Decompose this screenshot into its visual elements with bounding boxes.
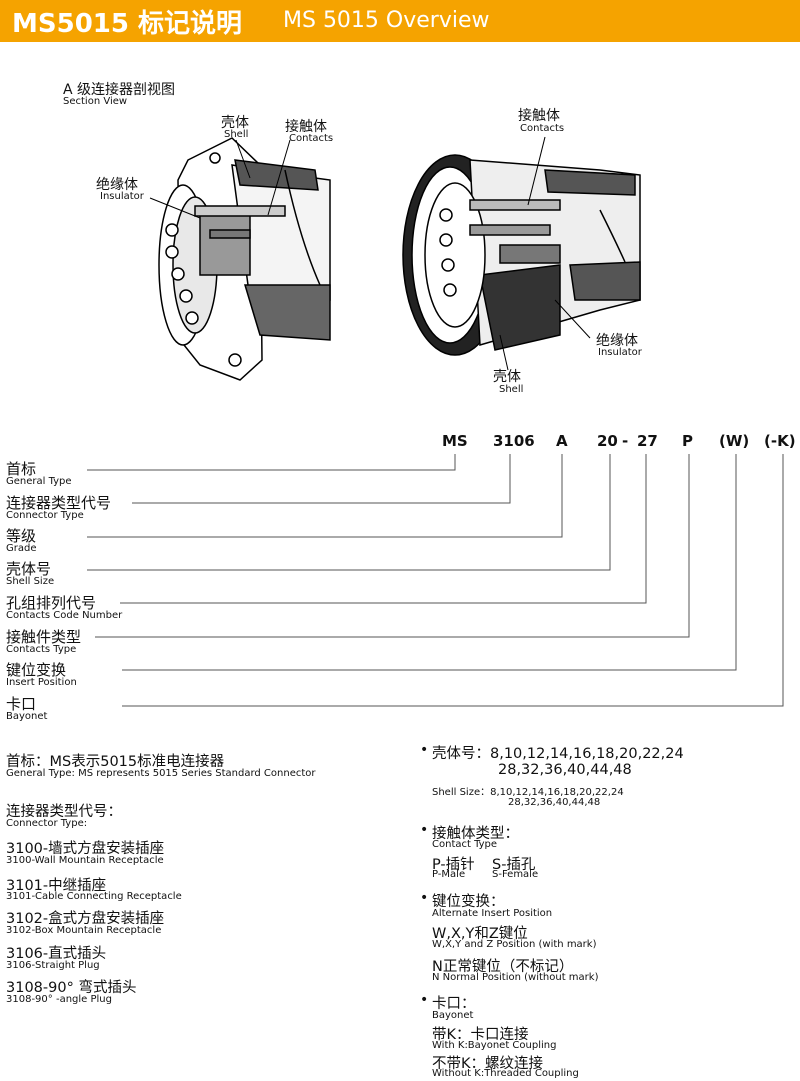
- connector-type-item-cn: 3101-中继插座: [6, 878, 107, 894]
- contact-type-heading-cn: 接触体类型：: [432, 826, 519, 842]
- header-title-cn: MS5015 标记说明: [12, 9, 243, 39]
- connector-type-item-cn: 3102-盒式方盘安装插座: [6, 911, 165, 927]
- left-contacts-label-en: Contacts: [289, 133, 334, 144]
- right-contacts-label-en: Contacts: [520, 123, 565, 134]
- wxyz-position-en: W,X,Y and Z Position (with mark): [432, 939, 597, 950]
- code-contact: P: [682, 432, 693, 450]
- code-bayonet: (-K): [764, 432, 796, 450]
- with-k-en: With K:Bayonet Coupling: [432, 1040, 557, 1051]
- code-label-en: Bayonet: [6, 711, 48, 722]
- code-ms: MS: [442, 432, 468, 450]
- without-k-en: Without K:Threaded Coupling: [432, 1068, 579, 1079]
- code-type: 3106: [493, 432, 535, 450]
- code-label-cn: 连接器类型代号: [6, 494, 112, 512]
- code-label-en: General Type: [6, 476, 72, 487]
- general-type-cn: 首标：MS表示5015标准电连接器: [6, 754, 225, 770]
- bullet-icon: •: [420, 992, 429, 1008]
- alt-position-heading-en: Alternate Insert Position: [432, 908, 553, 919]
- code-label-en: Contacts Code Number: [6, 610, 123, 621]
- code-size: 20: [597, 432, 618, 450]
- shell-size-cn-line2: 28,32,36,40,44,48: [498, 762, 632, 778]
- connector-type-item-en: 3102-Box Mountain Receptacle: [6, 925, 162, 936]
- left-shell-label-cn: 壳体: [221, 115, 249, 131]
- bullet-icon: •: [420, 822, 429, 838]
- connector-type-heading-en: Connector Type:: [6, 818, 88, 829]
- contact-male-cn: P-插针: [432, 857, 475, 873]
- code-dash: -: [622, 432, 629, 450]
- connector-type-item-en: 3100-Wall Mountain Receptacle: [6, 855, 164, 866]
- wxyz-position-cn: W,X,Y和Z键位: [432, 926, 528, 942]
- left-connector-drawing: [158, 137, 331, 381]
- bullet-icon: •: [420, 742, 429, 758]
- connector-type-item-en: 3106-Straight Plug: [6, 960, 100, 971]
- right-connector-drawing: [402, 154, 641, 356]
- section-view-title-en: Section View: [63, 96, 128, 107]
- code-label-en: Shell Size: [6, 576, 55, 587]
- code-label-cn: 壳体号: [6, 560, 52, 578]
- connector-type-item-en: 3101-Cable Connecting Receptacle: [6, 891, 182, 902]
- code-label-cn: 孔组排列代号: [6, 594, 97, 612]
- left-contacts-label-cn: 接触体: [285, 119, 327, 135]
- code-label-en: Contacts Type: [6, 644, 77, 655]
- code-label-cn: 等级: [6, 527, 37, 545]
- code-arrangement: 27: [637, 432, 658, 450]
- connector-type-item-cn: 3106-直式插头: [6, 946, 107, 962]
- shell-size-en-line1: Shell Size：8,10,12,14,16,18,20,22,24: [432, 787, 624, 798]
- right-insulator-label-cn: 绝缘体: [596, 333, 638, 349]
- code-label-cn: 键位变换: [6, 661, 67, 679]
- header-title-en: MS 5015 Overview: [283, 8, 490, 33]
- header-bar: [0, 0, 800, 42]
- code-grade: A: [556, 432, 568, 450]
- code-label-en: Connector Type: [6, 510, 84, 521]
- left-insulator-label-en: Insulator: [100, 191, 144, 202]
- code-label-cn: 首标: [6, 460, 37, 478]
- bayonet-heading-en: Bayonet: [432, 1010, 474, 1021]
- normal-position-cn: N正常键位（不标记）: [432, 959, 574, 975]
- connector-type-item-en: 3108-90° -angle Plug: [6, 994, 112, 1005]
- left-insulator-label-cn: 绝缘体: [96, 177, 138, 193]
- contact-type-heading-en: Contact Type: [432, 839, 498, 850]
- connector-type-heading-cn: 连接器类型代号：: [6, 804, 122, 820]
- with-k-cn: 带K：卡口连接: [432, 1027, 529, 1043]
- without-k-cn: 不带K：螺纹连接: [432, 1056, 544, 1072]
- connector-type-item-cn: 3100-墙式方盘安装插座: [6, 841, 165, 857]
- bullet-icon: •: [420, 890, 429, 906]
- right-contacts-label-cn: 接触体: [518, 108, 560, 124]
- code-breakdown-lines: [87, 454, 784, 707]
- right-insulator-label-en: Insulator: [598, 347, 642, 358]
- code-position: (W): [719, 432, 750, 450]
- code-label-cn: 卡口: [6, 695, 37, 713]
- alt-position-heading-cn: 键位变换：: [432, 894, 505, 910]
- code-label-en: Grade: [6, 543, 37, 554]
- shell-size-cn-line1: 壳体号：8,10,12,14,16,18,20,22,24: [432, 746, 684, 762]
- connector-type-item-cn: 3108-90° 弯式插头: [6, 980, 137, 996]
- section-view-title-cn: A 级连接器剖视图: [63, 82, 176, 98]
- contact-female-cn: S-插孔: [492, 857, 536, 873]
- right-shell-label-cn: 壳体: [493, 369, 521, 385]
- right-shell-label-en: Shell: [499, 384, 524, 395]
- left-shell-label-en: Shell: [224, 129, 249, 140]
- shell-size-en-line2: 28,32,36,40,44,48: [508, 797, 601, 808]
- contact-female-en: S-Female: [492, 869, 539, 880]
- normal-position-en: N Normal Position (without mark): [432, 972, 599, 983]
- callout-leader-lines: [149, 136, 591, 371]
- general-type-en: General Type: MS represents 5015 Series …: [6, 768, 316, 779]
- code-label-cn: 接触件类型: [6, 628, 82, 646]
- bayonet-heading-cn: 卡口：: [432, 996, 476, 1012]
- code-label-en: Insert Position: [6, 677, 77, 688]
- contact-male-en: P-Male: [432, 869, 466, 880]
